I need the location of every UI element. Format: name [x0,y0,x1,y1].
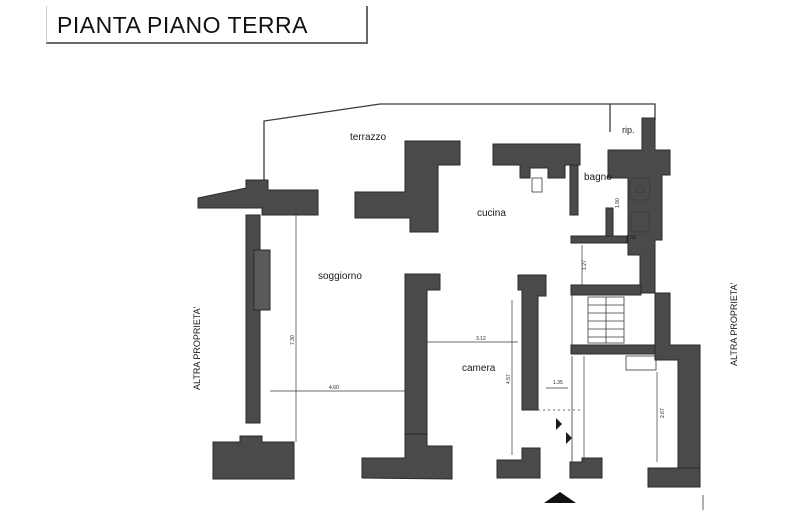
bathroom-fixtures [531,177,651,233]
dim-bagno-1: 1.90 [615,198,621,208]
dimension-lines [270,215,658,462]
dim-camera-depth: 4.57 [506,374,512,384]
room-label-cucina: cucina [477,208,506,219]
room-label-bagno: bagno [584,172,612,183]
door-openings [538,295,582,462]
entrance-arrow-icon [544,492,576,503]
walls [197,117,701,488]
room-label-soggiorno: soggiorno [318,271,362,282]
title-box: PIANTA PIANO TERRA [46,6,368,44]
dim-bagno-2: 1.58 [626,235,636,241]
dim-stair-room: 2.67 [660,408,666,418]
plan-title: PIANTA PIANO TERRA [57,12,308,38]
side-label-left: ALTRA PROPRIETA' [192,306,202,390]
side-label-right: ALTRA PROPRIETA' [729,282,739,366]
dim-soggiorno-width: 4.60 [329,385,339,391]
dim-camera-width: 3.12 [476,336,486,342]
terrace-outline [263,103,656,190]
room-label-terrazzo: terrazzo [350,132,387,143]
dim-soggiorno-depth: 7.30 [290,335,296,345]
direction-markers [556,418,572,444]
room-label-ripostiglio: rip. [622,125,635,135]
dim-corridor-width: 1.35 [553,380,563,386]
dim-passage: 1.27 [582,260,588,270]
room-label-camera: camera [462,363,496,374]
stairs [587,296,657,371]
